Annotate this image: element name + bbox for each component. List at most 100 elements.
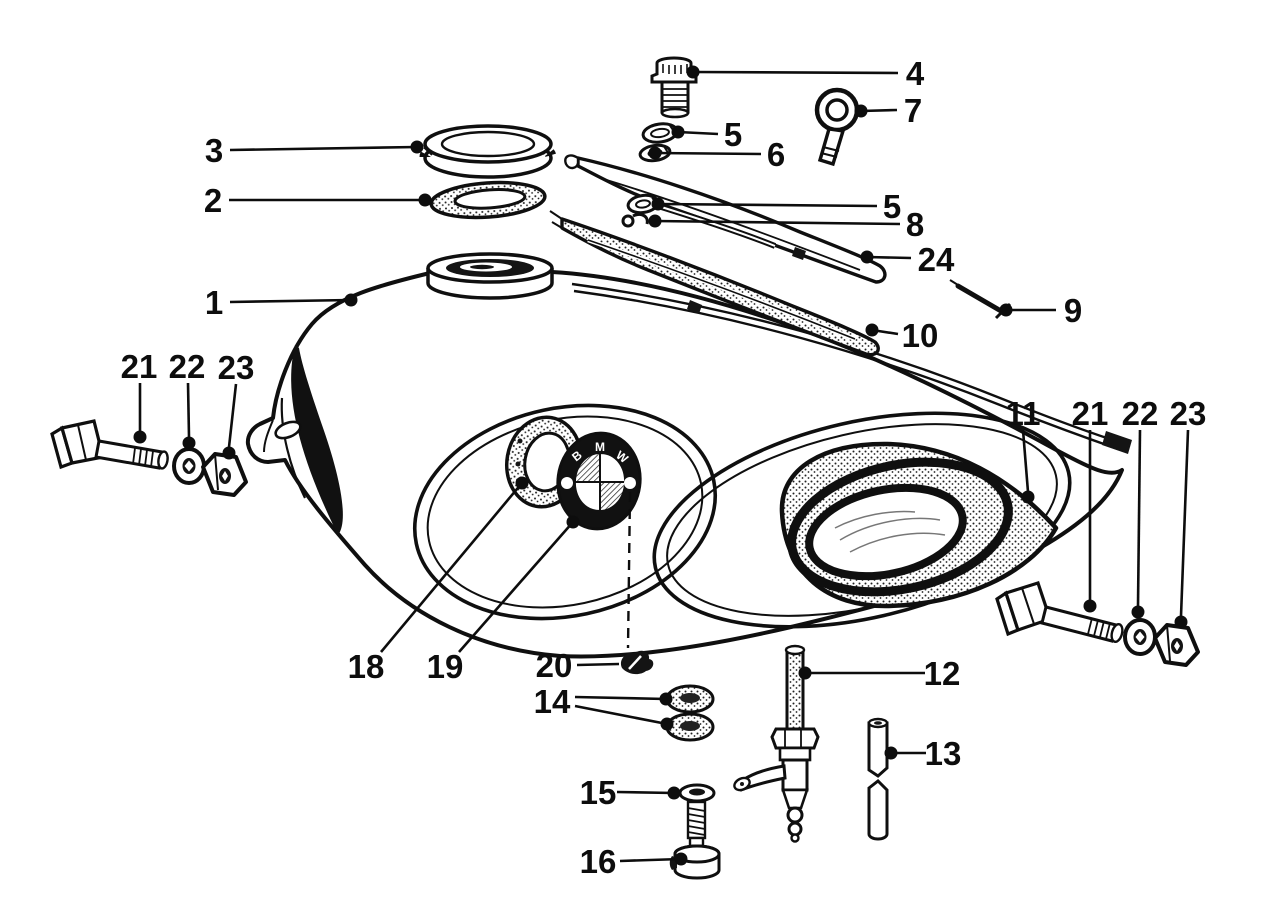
leader-line — [576, 662, 620, 667]
leader-dot — [798, 666, 812, 680]
leader-dot — [659, 692, 673, 706]
callout-label: 13 — [925, 735, 962, 772]
tank-outline — [245, 270, 1124, 659]
spring-clip — [621, 212, 649, 228]
leader-line — [692, 70, 899, 75]
callout-11: 11 — [1006, 395, 1040, 504]
callout-label: 24 — [918, 241, 955, 278]
emblem-quadrant-ul — [576, 454, 600, 482]
callout-6: 6 — [648, 136, 785, 173]
cap-pivot-bolt — [650, 56, 698, 119]
callout-1: 1 — [205, 284, 358, 321]
leader-line — [229, 145, 418, 152]
leader-line — [380, 482, 523, 653]
leader-dot — [854, 104, 868, 118]
banjo-washer — [678, 783, 716, 803]
callout-label: 14 — [534, 683, 571, 720]
lock-washer-top — [641, 122, 679, 144]
leader-dot — [674, 852, 688, 866]
leader-dot — [865, 323, 879, 337]
callout-21: 21 — [1072, 395, 1109, 613]
tank-front-inner-line — [280, 397, 306, 499]
leader-line — [677, 130, 719, 136]
washer-right — [1123, 618, 1157, 656]
emblem-clip — [620, 650, 654, 675]
callout-18: 18 — [348, 476, 529, 685]
leader-line — [1021, 429, 1030, 493]
leader-dot — [182, 436, 196, 450]
fuel-cap — [419, 124, 557, 179]
callout-label: 3 — [205, 132, 223, 169]
knee-pad — [779, 441, 1059, 609]
callout-23: 23 — [1170, 395, 1206, 629]
callout-label: 15 — [580, 774, 617, 811]
sealing-washers — [665, 684, 715, 742]
callout-label: 2 — [204, 182, 222, 219]
dashed-link-line — [626, 491, 632, 649]
leader-dot — [222, 446, 236, 460]
callout-13: 13 — [884, 735, 962, 772]
bolt-right — [995, 581, 1124, 643]
leader-dot — [1083, 599, 1097, 613]
callout-15: 15 — [580, 774, 681, 811]
leader-line — [458, 521, 574, 653]
emblem-quadrant-lr — [600, 482, 624, 510]
callout-label: 21 — [121, 348, 158, 385]
leader-dot — [1174, 615, 1188, 629]
callout-8: 8 — [648, 206, 924, 243]
leader-line — [574, 704, 668, 726]
leader-line — [1136, 429, 1142, 607]
callout-5: 5 — [671, 116, 742, 153]
callout-2: 2 — [204, 182, 432, 219]
leader-line — [866, 255, 912, 260]
bmw-emblem: B M W — [556, 431, 642, 531]
callout-16: 16 — [580, 843, 688, 880]
leader-line — [227, 383, 238, 448]
leader-dot — [566, 515, 580, 529]
strip-tip — [564, 154, 580, 170]
callout-label: 22 — [1122, 395, 1159, 432]
callout-label: 10 — [902, 317, 939, 354]
callout-5: 5 — [651, 188, 901, 225]
callout-12: 12 — [798, 655, 961, 692]
callout-label: 4 — [906, 55, 925, 92]
fuel-hose — [867, 717, 889, 841]
callout-label: 9 — [1064, 292, 1082, 329]
callout-20: 20 — [536, 647, 620, 684]
leader-line — [574, 695, 667, 701]
fuel-tank — [245, 270, 1124, 659]
trim-strip-front — [564, 154, 887, 284]
leader-dot — [999, 303, 1013, 317]
callout-label: 8 — [906, 206, 924, 243]
callout-4: 4 — [686, 55, 925, 92]
fuel-petcock — [733, 644, 820, 843]
callout-label: 21 — [1072, 395, 1109, 432]
leader-dot — [884, 746, 898, 760]
strip-stud — [687, 300, 702, 314]
leader-dot — [651, 197, 665, 211]
mount-lug-edge — [263, 419, 274, 453]
leader-line — [616, 790, 675, 795]
leader-dot — [418, 193, 432, 207]
callout-label: 12 — [924, 655, 961, 692]
cap-gasket — [429, 180, 547, 220]
bolt-left — [50, 419, 169, 470]
leader-dot — [660, 717, 674, 731]
leader-dot — [1021, 490, 1035, 504]
callout-7: 7 — [854, 92, 922, 129]
leader-dot — [648, 214, 662, 228]
callout-label: 6 — [767, 136, 785, 173]
callout-label: 5 — [883, 188, 901, 225]
banjo-bolt — [669, 800, 721, 880]
callout-22: 22 — [1122, 395, 1159, 619]
leader-dot — [515, 476, 529, 490]
trim-strip-rear — [549, 210, 880, 357]
leader-line — [1179, 429, 1190, 617]
leader-dot — [648, 146, 662, 160]
strip-stud — [792, 247, 806, 260]
leader-line — [186, 382, 191, 438]
leader-line — [654, 151, 762, 156]
mount-lug-slot — [274, 420, 302, 440]
